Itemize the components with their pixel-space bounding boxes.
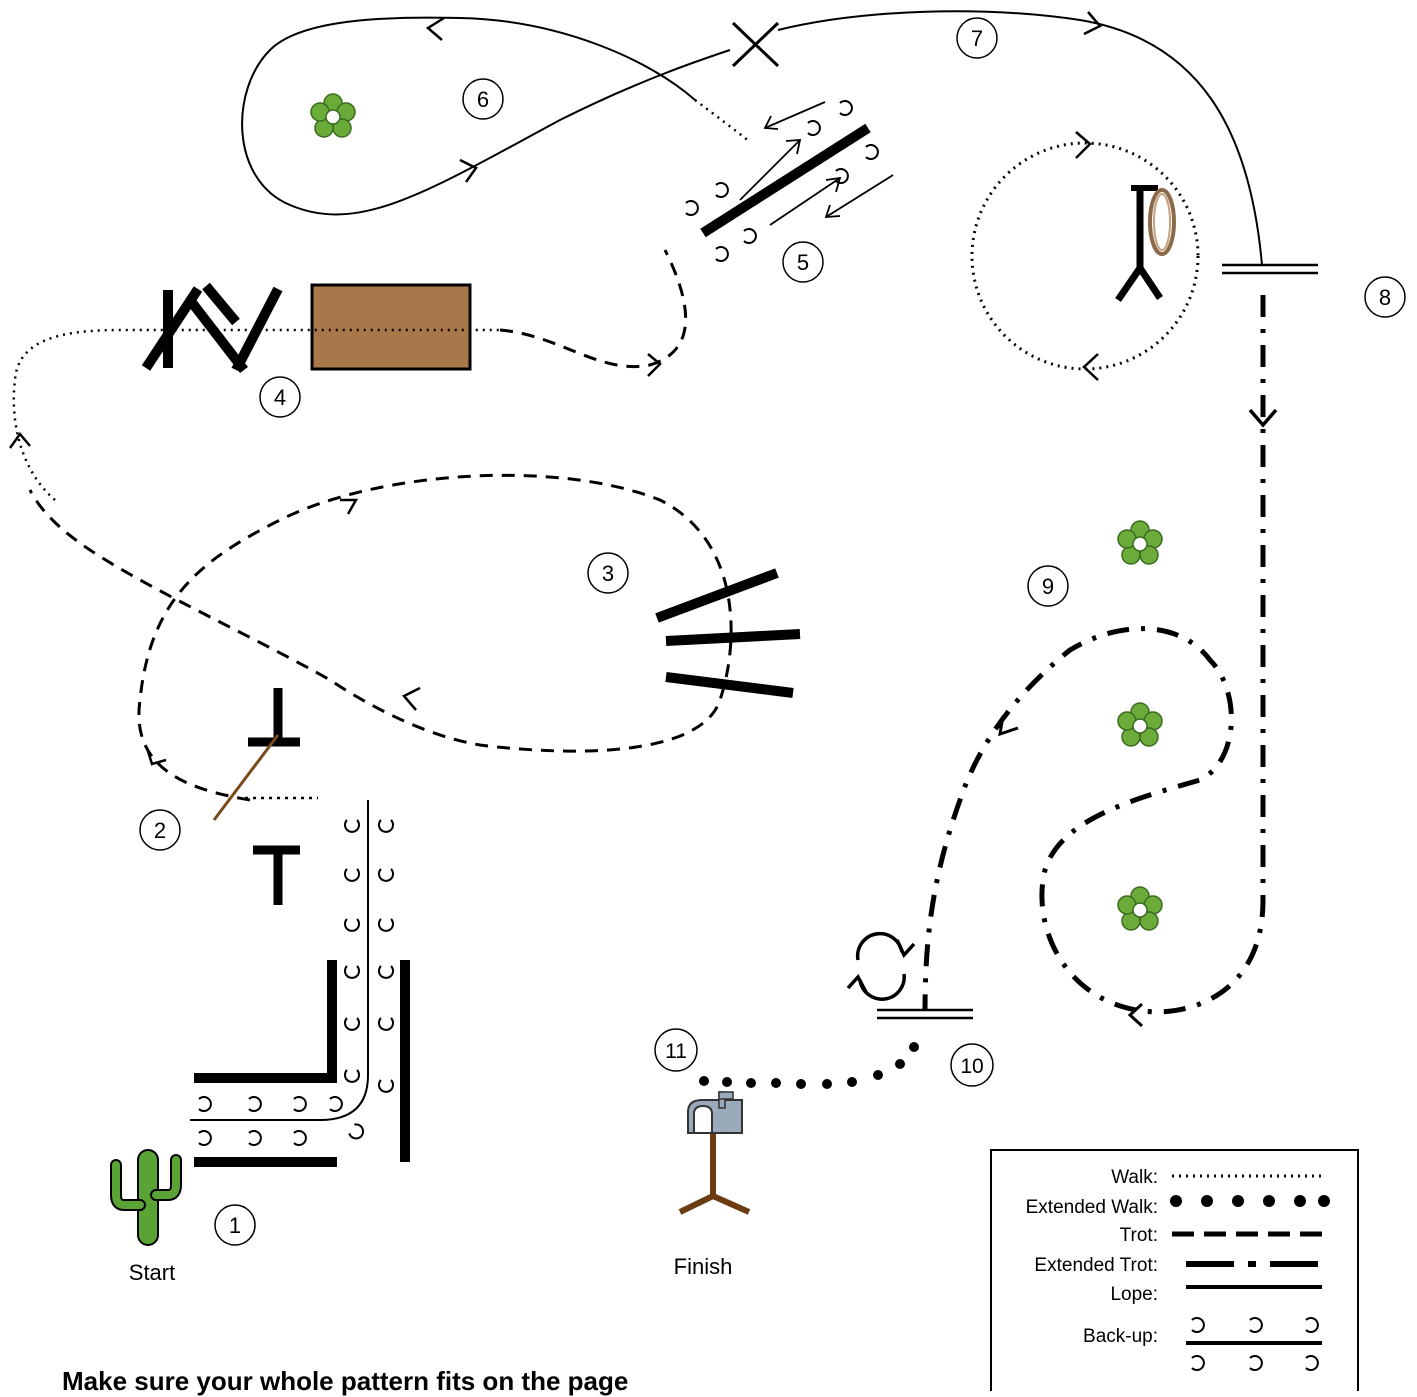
svg-text:1: 1 — [229, 1213, 241, 1238]
station-9: 9 — [1027, 565, 1069, 607]
start-label: Start — [129, 1260, 175, 1285]
lope-path-segment — [241, 16, 731, 216]
path-arrow — [8, 431, 31, 449]
flower-icon — [310, 93, 356, 138]
cross-marker — [731, 21, 780, 68]
sidepass-obstacle — [700, 101, 894, 238]
station-8: 8 — [1364, 276, 1406, 318]
legend-trot-label: Trot: — [1120, 1225, 1158, 1246]
svg-text:8: 8 — [1379, 285, 1391, 310]
station-2: 2 — [139, 809, 181, 851]
station-10: 10 — [950, 1043, 994, 1087]
lope-path-segment — [777, 10, 1263, 266]
flower-icon — [1117, 702, 1163, 747]
bridge — [310, 283, 472, 371]
legend-extended-trot-label: Extended Trot: — [1034, 1255, 1158, 1276]
path-arrow — [340, 498, 359, 515]
path-arrow — [998, 715, 1019, 737]
walk-path-segment — [12, 328, 500, 501]
legend: Walk: Extended Walk: Trot: Extended Trot… — [990, 1149, 1359, 1391]
rope-post-icon — [1115, 185, 1176, 302]
trot-path-segment — [28, 473, 733, 802]
svg-text:5: 5 — [797, 250, 809, 275]
extended-walk-path-segment — [699, 1042, 919, 1089]
station-1: 1 — [214, 1204, 256, 1246]
path-arrow — [145, 747, 167, 766]
path-arrow — [425, 16, 445, 41]
mailbox-icon — [678, 1091, 751, 1215]
log-pole-8 — [1222, 263, 1318, 275]
station-5: 5 — [782, 241, 824, 283]
finish-label: Finish — [674, 1254, 733, 1279]
station-4: 4 — [259, 376, 301, 418]
svg-text:4: 4 — [274, 385, 286, 410]
walk-path-segment — [694, 99, 751, 143]
path-arrow — [1082, 353, 1099, 381]
path-arrow — [459, 158, 478, 183]
footer-title: Make sure your whole pattern fits on the… — [62, 1366, 629, 1396]
station-7: 7 — [956, 17, 998, 59]
legend-backup-label: Back-up: — [1083, 1326, 1158, 1347]
path-arrow — [1248, 408, 1278, 428]
legend-walk-label: Walk: — [1111, 1167, 1158, 1188]
walk-path-circle — [970, 141, 1200, 371]
path-arrow — [1083, 11, 1102, 36]
walkover-poles — [141, 282, 283, 374]
path-arrow — [647, 353, 662, 377]
svg-text:3: 3 — [602, 561, 614, 586]
legend-lope-label: Lope: — [1110, 1284, 1158, 1305]
svg-text:7: 7 — [971, 26, 983, 51]
flower-icon — [1117, 520, 1163, 565]
log-pole-10 — [877, 1008, 973, 1020]
path-arrow — [402, 686, 421, 711]
path-arrow — [1127, 1002, 1144, 1028]
flower-icon — [1117, 886, 1163, 931]
legend-extended-walk-line — [1170, 1195, 1330, 1207]
svg-text:11: 11 — [665, 1040, 687, 1063]
path-arrow — [1075, 131, 1092, 159]
turnaround-icon — [846, 931, 916, 1001]
trot-poles — [655, 568, 801, 698]
svg-text:6: 6 — [477, 87, 489, 112]
svg-text:9: 9 — [1042, 574, 1054, 599]
backup-l-obstacle — [190, 800, 410, 1167]
cactus-icon — [110, 1149, 182, 1246]
svg-text:2: 2 — [154, 818, 166, 843]
svg-text:10: 10 — [960, 1055, 983, 1078]
station-6: 6 — [462, 78, 504, 120]
station-3: 3 — [587, 552, 629, 594]
extended-trot-path-segment — [922, 295, 1266, 1015]
legend-extended-walk-label: Extended Walk: — [1026, 1197, 1158, 1218]
trot-path-segment — [499, 249, 688, 368]
station-11: 11 — [654, 1028, 698, 1072]
gate-icon — [212, 688, 318, 905]
